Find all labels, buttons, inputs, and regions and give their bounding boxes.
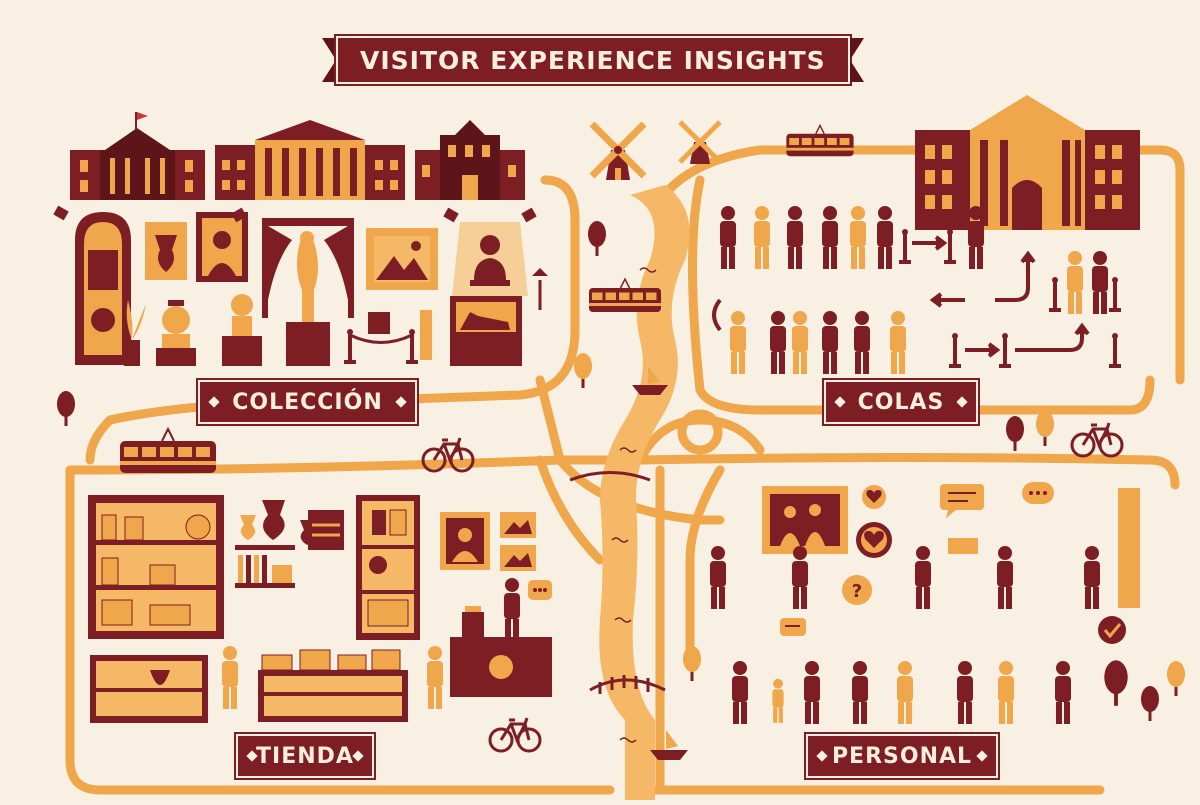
cashier-person	[504, 578, 520, 641]
heart-icon	[862, 485, 886, 509]
stanchion-icon	[406, 329, 418, 364]
museum-building-icon	[70, 112, 205, 200]
svg-text:?: ?	[852, 581, 862, 602]
speech-bubble-icon	[528, 580, 552, 600]
speech-bubble-icon	[1022, 482, 1054, 504]
shop-counter-icon	[450, 606, 552, 697]
shelf-icon	[88, 495, 224, 639]
river-waves	[611, 267, 657, 743]
checkmark-icon	[1098, 616, 1126, 644]
spotlight-bust-icon	[452, 222, 528, 296]
plant-icon	[124, 300, 146, 366]
landscape-painting-icon	[366, 228, 438, 290]
tree-icon	[532, 268, 548, 310]
shelf-icon	[356, 495, 420, 640]
section-label-colas: COLAS	[824, 380, 978, 424]
tapestry-icon	[308, 510, 344, 550]
bust-statue-icon	[156, 300, 196, 366]
boat-icon	[650, 730, 688, 760]
shopper-person	[427, 646, 443, 709]
bridge-icon	[569, 471, 651, 482]
bridge-icon	[589, 675, 666, 694]
arrow-icon	[912, 235, 1090, 358]
painting-icon	[440, 512, 490, 570]
display-table-icon	[258, 649, 408, 722]
stanchion-icon	[344, 329, 356, 364]
section-label-personal: PERSONAL	[806, 734, 998, 778]
ribbon-tail-left	[322, 38, 336, 82]
section-label-tienda: TIENDA	[236, 734, 374, 778]
carved-door-icon	[75, 212, 131, 365]
speech-bubble-icon	[940, 484, 984, 518]
stage-curtain-icon	[262, 218, 354, 366]
shelf-icon	[235, 545, 295, 588]
bicycle-icon	[1070, 421, 1124, 458]
ribbon-tail-right	[849, 38, 864, 82]
title-banner: VISITOR EXPERIENCE INSIGHTS	[322, 36, 864, 84]
painting-icon	[1118, 488, 1140, 608]
vase-icon	[240, 500, 314, 545]
queue-people-row-2	[730, 251, 1108, 374]
staff-and-visitors	[710, 546, 1100, 724]
vase-painting-icon	[145, 222, 187, 280]
museum-building-icon	[215, 120, 405, 200]
tram-icon	[785, 124, 855, 157]
windmill-icon	[589, 121, 647, 180]
museum-building-icon	[915, 95, 1140, 230]
painting-icon	[500, 512, 536, 571]
question-icon: ?	[842, 575, 872, 605]
boat-icon	[632, 366, 668, 395]
spotlight-icon	[53, 205, 537, 223]
heart-icon	[856, 522, 892, 558]
bicycle-icon	[488, 716, 542, 753]
bust-statue-icon	[222, 294, 262, 366]
shelf-icon	[90, 655, 208, 723]
windmill-icon	[678, 120, 722, 164]
museum-building-icon	[415, 120, 525, 200]
portrait-painting-icon	[196, 212, 248, 282]
tram-icon	[119, 428, 217, 474]
road-network	[65, 145, 1185, 795]
section-label-coleccion: COLECCIÓN	[198, 380, 417, 424]
page-title: VISITOR EXPERIENCE INSIGHTS	[336, 36, 850, 84]
river	[599, 185, 690, 800]
painting-icon	[762, 486, 848, 554]
pot-icon	[368, 310, 432, 360]
ticket-icon	[948, 538, 978, 554]
sphinx-display-icon	[450, 296, 522, 366]
shopper-person	[222, 646, 238, 709]
speech-bubble-icon	[780, 618, 806, 636]
